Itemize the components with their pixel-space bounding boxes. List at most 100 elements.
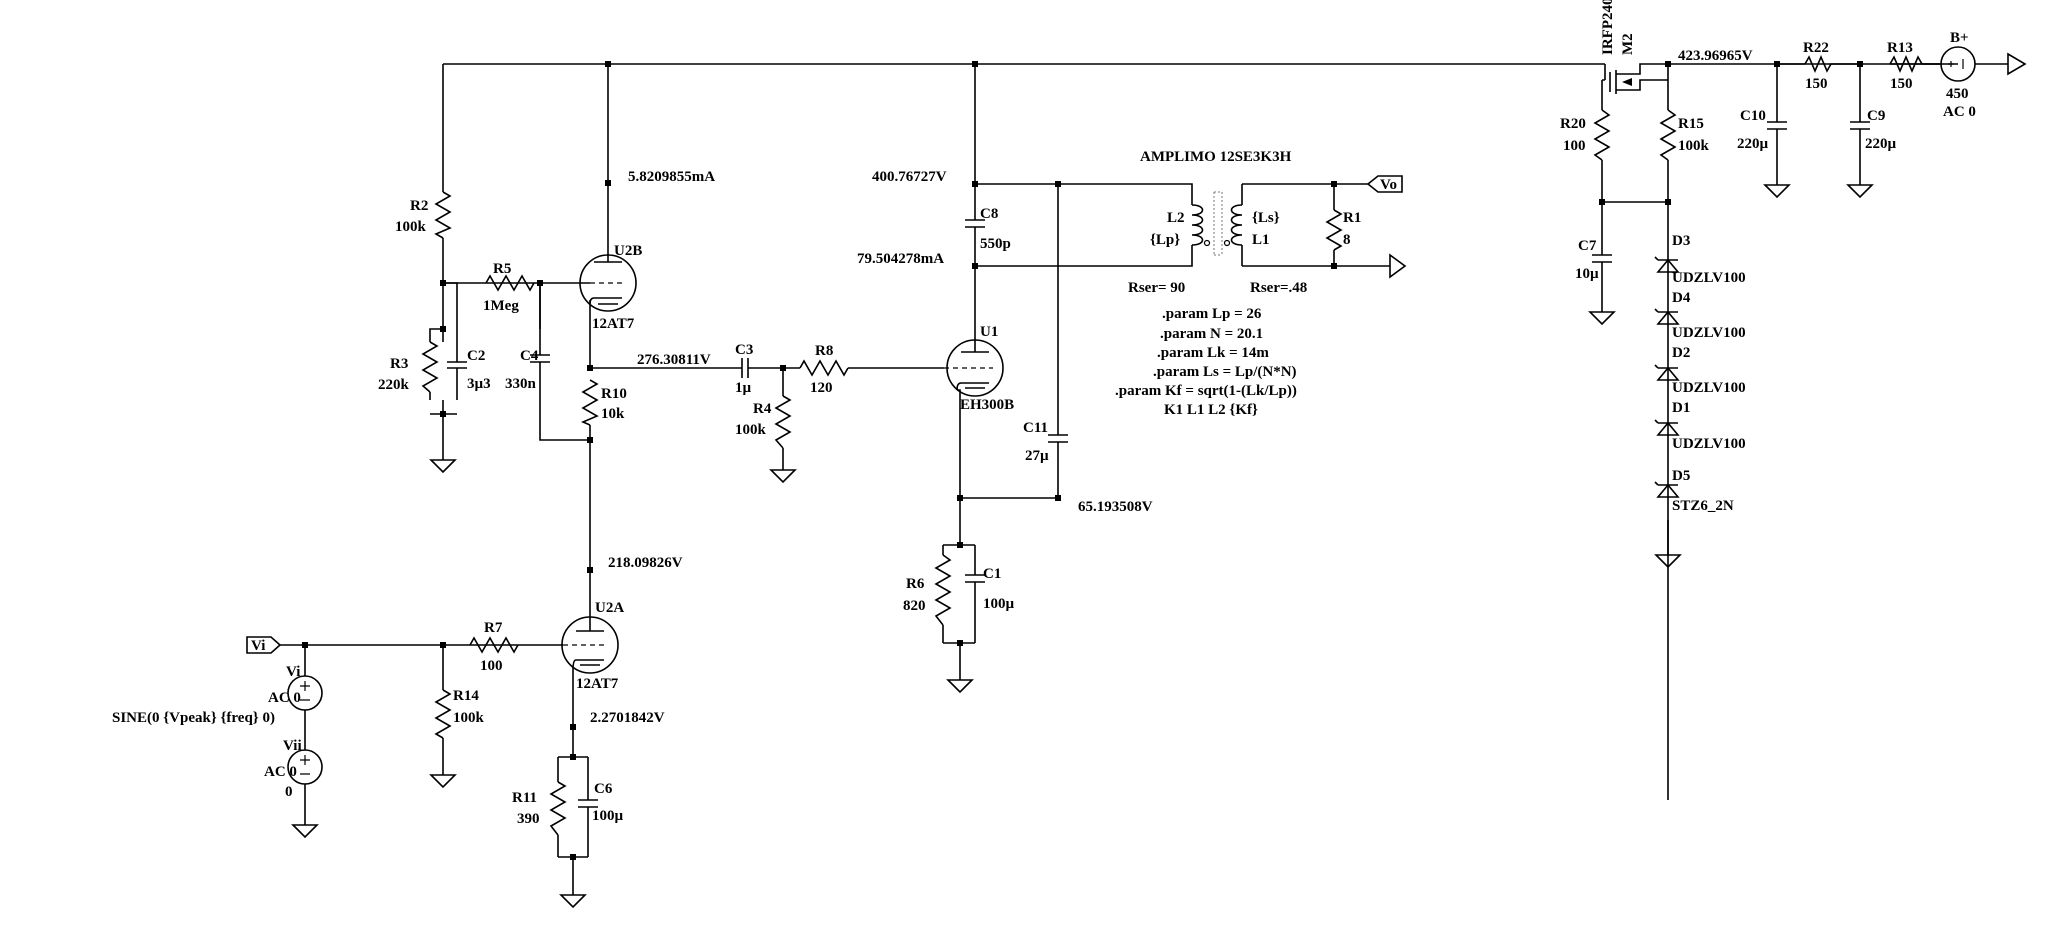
label-c10-value: 220µ xyxy=(1737,136,1769,152)
label-vi-port: Vi xyxy=(251,638,265,654)
capacitor-c2 xyxy=(447,342,467,392)
label-r22-value: 150 xyxy=(1805,76,1828,92)
param-line: .param Lk = 14m xyxy=(1157,345,1269,361)
label-r6-ref: R6 xyxy=(906,576,925,592)
label-d4-ref: D4 xyxy=(1672,290,1691,306)
grounds xyxy=(291,52,2027,909)
label-c3-ref: C3 xyxy=(735,342,753,358)
resistor-r20 xyxy=(1593,109,1611,161)
label-c11-ref: C11 xyxy=(1023,420,1048,436)
tube-u2a xyxy=(561,616,619,674)
param-line: .param N = 20.1 xyxy=(1160,326,1263,342)
label-r10-ref: R10 xyxy=(601,386,627,402)
label-vi-ref: Vi xyxy=(286,664,300,680)
ground-symbol xyxy=(559,894,587,909)
ground-symbol xyxy=(1588,311,1616,326)
resistors xyxy=(421,54,1940,836)
resistor-r22 xyxy=(1804,54,1835,74)
label-c7-value: 10µ xyxy=(1575,266,1599,282)
label-vii-ref: Vii xyxy=(283,738,302,754)
resistor-r8 xyxy=(799,359,849,377)
label-vii-value: AC 0 xyxy=(264,764,297,780)
param-line: K1 L1 L2 {Kf} xyxy=(1164,402,1258,418)
ground-symbol xyxy=(1763,184,1791,199)
label-r14-value: 100k xyxy=(453,710,485,726)
tube-u2b xyxy=(579,250,637,312)
label-u1-ref: U1 xyxy=(980,324,998,340)
label-d3-ref: D3 xyxy=(1672,233,1690,249)
label-vi-value: AC 0 xyxy=(268,690,301,706)
label-m2-value: IRFP240 xyxy=(1600,0,1616,55)
resistor-r3 xyxy=(421,341,439,393)
label-r7-ref: R7 xyxy=(484,620,503,636)
label-d2-value: UDZLV100 xyxy=(1672,380,1746,396)
label-r20-ref: R20 xyxy=(1560,116,1586,132)
resistor-r13 xyxy=(1889,54,1923,74)
ground-symbol xyxy=(429,774,457,789)
source-vii xyxy=(287,749,323,785)
schematic-title: AMPLIMO 12SE3K3H xyxy=(1140,149,1292,165)
label-r7-value: 100 xyxy=(480,658,503,674)
label-vo-port: Vo xyxy=(1380,177,1397,193)
source-vi xyxy=(287,675,323,711)
label-c4-ref: C4 xyxy=(520,348,539,364)
ground-symbol xyxy=(769,469,797,484)
diode-d1 xyxy=(1654,419,1680,436)
annotation-v-supply: 423.96965V xyxy=(1678,48,1753,64)
diode-d3 xyxy=(1654,256,1680,273)
label-d5-value: STZ6_2N xyxy=(1672,498,1734,514)
label-d5-ref: D5 xyxy=(1672,468,1690,484)
resistor-r5 xyxy=(485,274,535,292)
label-c8-ref: C8 xyxy=(980,206,998,222)
transformer-l1-l2 xyxy=(1191,191,1243,256)
label-l1-ref: L1 xyxy=(1252,232,1270,248)
label-c1-value: 100µ xyxy=(983,596,1015,612)
label-d2-ref: D2 xyxy=(1672,345,1690,361)
wires xyxy=(304,63,1958,895)
label-r11-value: 390 xyxy=(517,811,540,827)
label-r4-ref: R4 xyxy=(753,401,772,417)
annotation-v-u2a-plate: 218.09826V xyxy=(608,555,683,571)
capacitor-c4 xyxy=(530,354,550,371)
label-bplus-ref: B+ xyxy=(1950,30,1969,46)
resistor-r11 xyxy=(549,781,567,836)
label-c10-ref: C10 xyxy=(1740,108,1766,124)
label-l2-rser: Rser= 90 xyxy=(1128,280,1185,296)
label-r14-ref: R14 xyxy=(453,688,479,704)
label-r15-ref: R15 xyxy=(1678,116,1704,132)
capacitor-c8 xyxy=(965,219,985,238)
annotation-v-c3: 276.30811V xyxy=(637,352,711,368)
label-r13-ref: R13 xyxy=(1887,40,1913,56)
resistor-r14 xyxy=(434,689,452,739)
label-bplus-value: 450 xyxy=(1946,86,1969,102)
capacitors xyxy=(447,121,1870,830)
label-bplus-spec: AC 0 xyxy=(1943,104,1976,120)
label-vii-spec: 0 xyxy=(285,784,293,800)
label-d3-value: UDZLV100 xyxy=(1672,270,1746,286)
resistor-r4 xyxy=(774,395,792,449)
label-r3-value: 220k xyxy=(378,377,410,393)
annotation-v-c8: 400.76727V xyxy=(872,169,947,185)
label-r3-ref: R3 xyxy=(390,356,408,372)
label-r1-value: 8 xyxy=(1343,232,1351,248)
param-line: .param Ls = Lp/(N*N) xyxy=(1153,364,1297,380)
label-r5-ref: R5 xyxy=(493,261,511,277)
label-r5-value: 1Meg xyxy=(483,298,519,314)
resistor-r2 xyxy=(434,191,452,239)
label-r2-value: 100k xyxy=(395,219,427,235)
label-vi-spec: SINE(0 {Vpeak} {freq} 0) xyxy=(112,710,275,726)
ground-symbol xyxy=(1389,253,1407,279)
label-c9-value: 220µ xyxy=(1865,136,1897,152)
label-r15-value: 100k xyxy=(1678,138,1710,154)
ground-symbol xyxy=(946,679,974,694)
label-r13-value: 150 xyxy=(1890,76,1913,92)
resistor-r7 xyxy=(469,636,519,654)
label-r2-ref: R2 xyxy=(410,198,428,214)
label-c9-ref: C9 xyxy=(1867,108,1885,124)
diode-d2 xyxy=(1654,364,1680,381)
ground-symbol xyxy=(291,824,319,839)
label-r22-ref: R22 xyxy=(1803,40,1829,56)
label-l1-value: {Ls} xyxy=(1252,210,1280,226)
annotation-i-u1: 79.504278mA xyxy=(857,251,944,267)
label-d1-value: UDZLV100 xyxy=(1672,436,1746,452)
